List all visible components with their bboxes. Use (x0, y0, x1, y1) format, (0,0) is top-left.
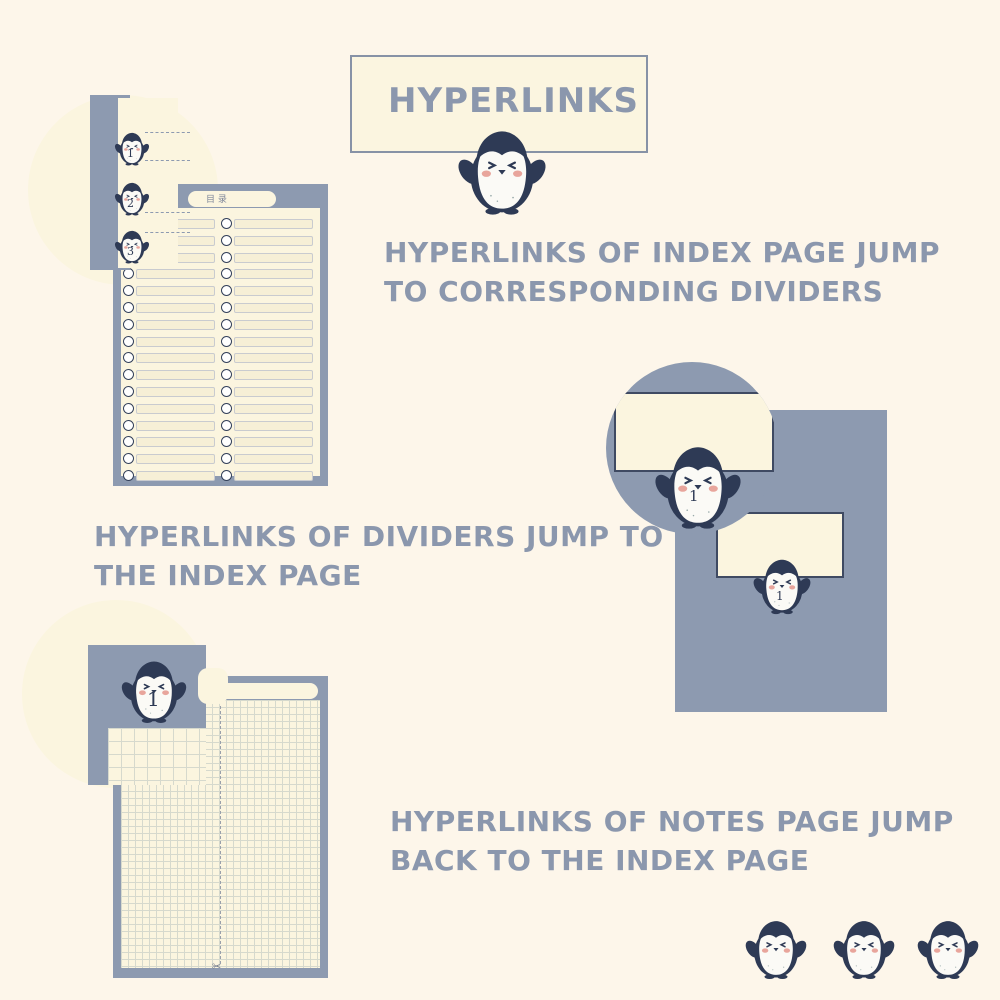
index-row-field[interactable] (234, 403, 313, 414)
penguin-icon[interactable] (123, 318, 134, 330)
tab-guide-line (145, 132, 190, 133)
penguin-icon[interactable] (221, 352, 232, 364)
penguin-icon[interactable] (221, 470, 232, 481)
index-row-field[interactable] (136, 420, 215, 431)
penguin-icon[interactable] (221, 285, 232, 297)
penguin-icon[interactable] (123, 386, 134, 397)
divider-tab-number[interactable]: 2 (127, 197, 134, 210)
index-row-field[interactable] (136, 437, 215, 448)
section-heading-index: HYPERLINKS OF INDEX PAGE JUMP TO CORRESP… (384, 233, 940, 311)
heading-line: HYPERLINKS OF NOTES PAGE JUMP (390, 805, 954, 838)
penguin-icon[interactable] (123, 470, 134, 481)
index-row-field[interactable] (234, 471, 313, 481)
heading-line: HYPERLINKS OF INDEX PAGE JUMP (384, 236, 940, 269)
divider-tab-number[interactable]: 3 (127, 245, 134, 258)
index-row-field[interactable] (136, 353, 215, 364)
index-row-field[interactable] (136, 286, 215, 297)
penguin-icon (830, 916, 898, 980)
penguin-icon[interactable] (221, 218, 232, 229)
tab-guide-line (145, 160, 190, 161)
index-row-field[interactable] (234, 336, 313, 347)
penguin-icon[interactable] (123, 302, 134, 313)
heading-line: HYPERLINKS OF DIVIDERS JUMP TO (94, 520, 664, 553)
penguin-icon[interactable] (221, 386, 232, 397)
penguin-icon[interactable] (752, 552, 812, 618)
penguin-icon[interactable] (123, 419, 134, 431)
heading-line: TO CORRESPONDING DIVIDERS (384, 275, 884, 308)
notes-number[interactable]: 1 (147, 687, 160, 711)
index-row-field[interactable] (136, 454, 215, 465)
index-row-field[interactable] (136, 336, 215, 347)
divider-number-zoomed[interactable]: 1 (689, 487, 699, 505)
section-heading-dividers: HYPERLINKS OF DIVIDERS JUMP TO THE INDEX… (94, 517, 664, 595)
notes-zoom-tab (198, 668, 228, 704)
notes-center-line (220, 706, 221, 964)
index-row-field[interactable] (234, 303, 313, 313)
penguin-icon[interactable] (221, 402, 232, 414)
section-heading-notes: HYPERLINKS OF NOTES PAGE JUMP BACK TO TH… (390, 802, 954, 880)
penguin-icon[interactable] (123, 402, 134, 414)
index-row-field[interactable] (136, 387, 215, 397)
penguin-icon[interactable] (221, 318, 232, 330)
index-row-field[interactable] (234, 437, 313, 448)
index-row-field[interactable] (136, 471, 215, 481)
penguin-icon[interactable] (123, 352, 134, 364)
index-row-field[interactable] (136, 269, 215, 280)
penguin-icon[interactable] (221, 436, 232, 448)
page-title: HYPERLINKS (388, 81, 640, 121)
penguin-icon[interactable] (123, 369, 134, 381)
index-row-field[interactable] (234, 319, 313, 330)
index-row-field[interactable] (136, 303, 215, 313)
penguin-icon[interactable] (221, 369, 232, 381)
penguin-icon[interactable] (221, 419, 232, 431)
index-row-field[interactable] (234, 286, 313, 297)
tab-guide-line (145, 232, 190, 233)
penguin-icon[interactable] (221, 251, 232, 263)
index-row-field[interactable] (234, 387, 313, 397)
penguin-icon (452, 124, 552, 216)
divider-tab-number[interactable]: 1 (127, 147, 134, 160)
penguin-icon[interactable] (650, 440, 746, 530)
tab-guide-line (145, 212, 190, 213)
penguin-icon[interactable] (221, 453, 232, 465)
index-row-field[interactable] (136, 319, 215, 330)
index-row-field[interactable] (234, 353, 313, 364)
index-row-field[interactable] (234, 370, 313, 381)
index-row-field[interactable] (234, 269, 313, 280)
heading-line: BACK TO THE INDEX PAGE (390, 844, 810, 877)
penguin-icon[interactable] (123, 436, 134, 448)
index-row-field[interactable] (136, 403, 215, 414)
penguin-icon[interactable] (221, 302, 232, 313)
index-header-tab: 目 录 (188, 191, 276, 207)
index-row-field[interactable] (234, 219, 313, 229)
index-header-label: 目 录 (206, 195, 227, 205)
notes-header-tab (208, 683, 318, 699)
index-row-field[interactable] (234, 235, 313, 246)
notes-zoom-grid (108, 728, 206, 785)
penguin-icon[interactable] (221, 335, 232, 347)
penguin-icon[interactable] (123, 285, 134, 297)
penguin-icon[interactable] (221, 268, 232, 280)
index-row-field[interactable] (136, 370, 215, 381)
scissors-icon: ✂ (212, 960, 222, 973)
index-row-field[interactable] (234, 252, 313, 263)
index-row-field[interactable] (234, 420, 313, 431)
penguin-icon[interactable] (221, 234, 232, 246)
index-row-field[interactable] (234, 454, 313, 465)
penguin-icon (742, 916, 810, 980)
heading-line: THE INDEX PAGE (94, 559, 362, 592)
penguin-icon (914, 916, 982, 980)
penguin-icon[interactable] (123, 453, 134, 465)
divider-number[interactable]: 1 (776, 589, 784, 603)
penguin-icon[interactable] (123, 335, 134, 347)
